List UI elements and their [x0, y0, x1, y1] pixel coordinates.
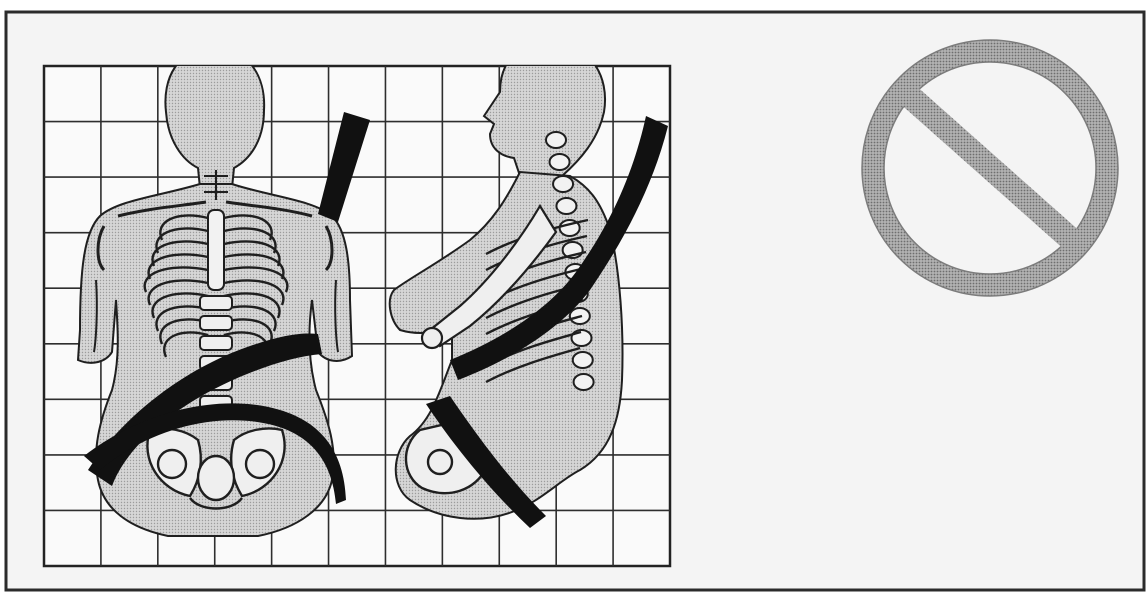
vertebra [553, 176, 573, 192]
vertebra [574, 374, 594, 390]
vertebra [200, 336, 232, 350]
vertebra [546, 132, 566, 148]
vertebra [200, 296, 232, 310]
vertebra [556, 198, 576, 214]
vertebra [550, 154, 570, 170]
vertebra [573, 352, 593, 368]
vertebra [572, 330, 592, 346]
vertebra [200, 316, 232, 330]
